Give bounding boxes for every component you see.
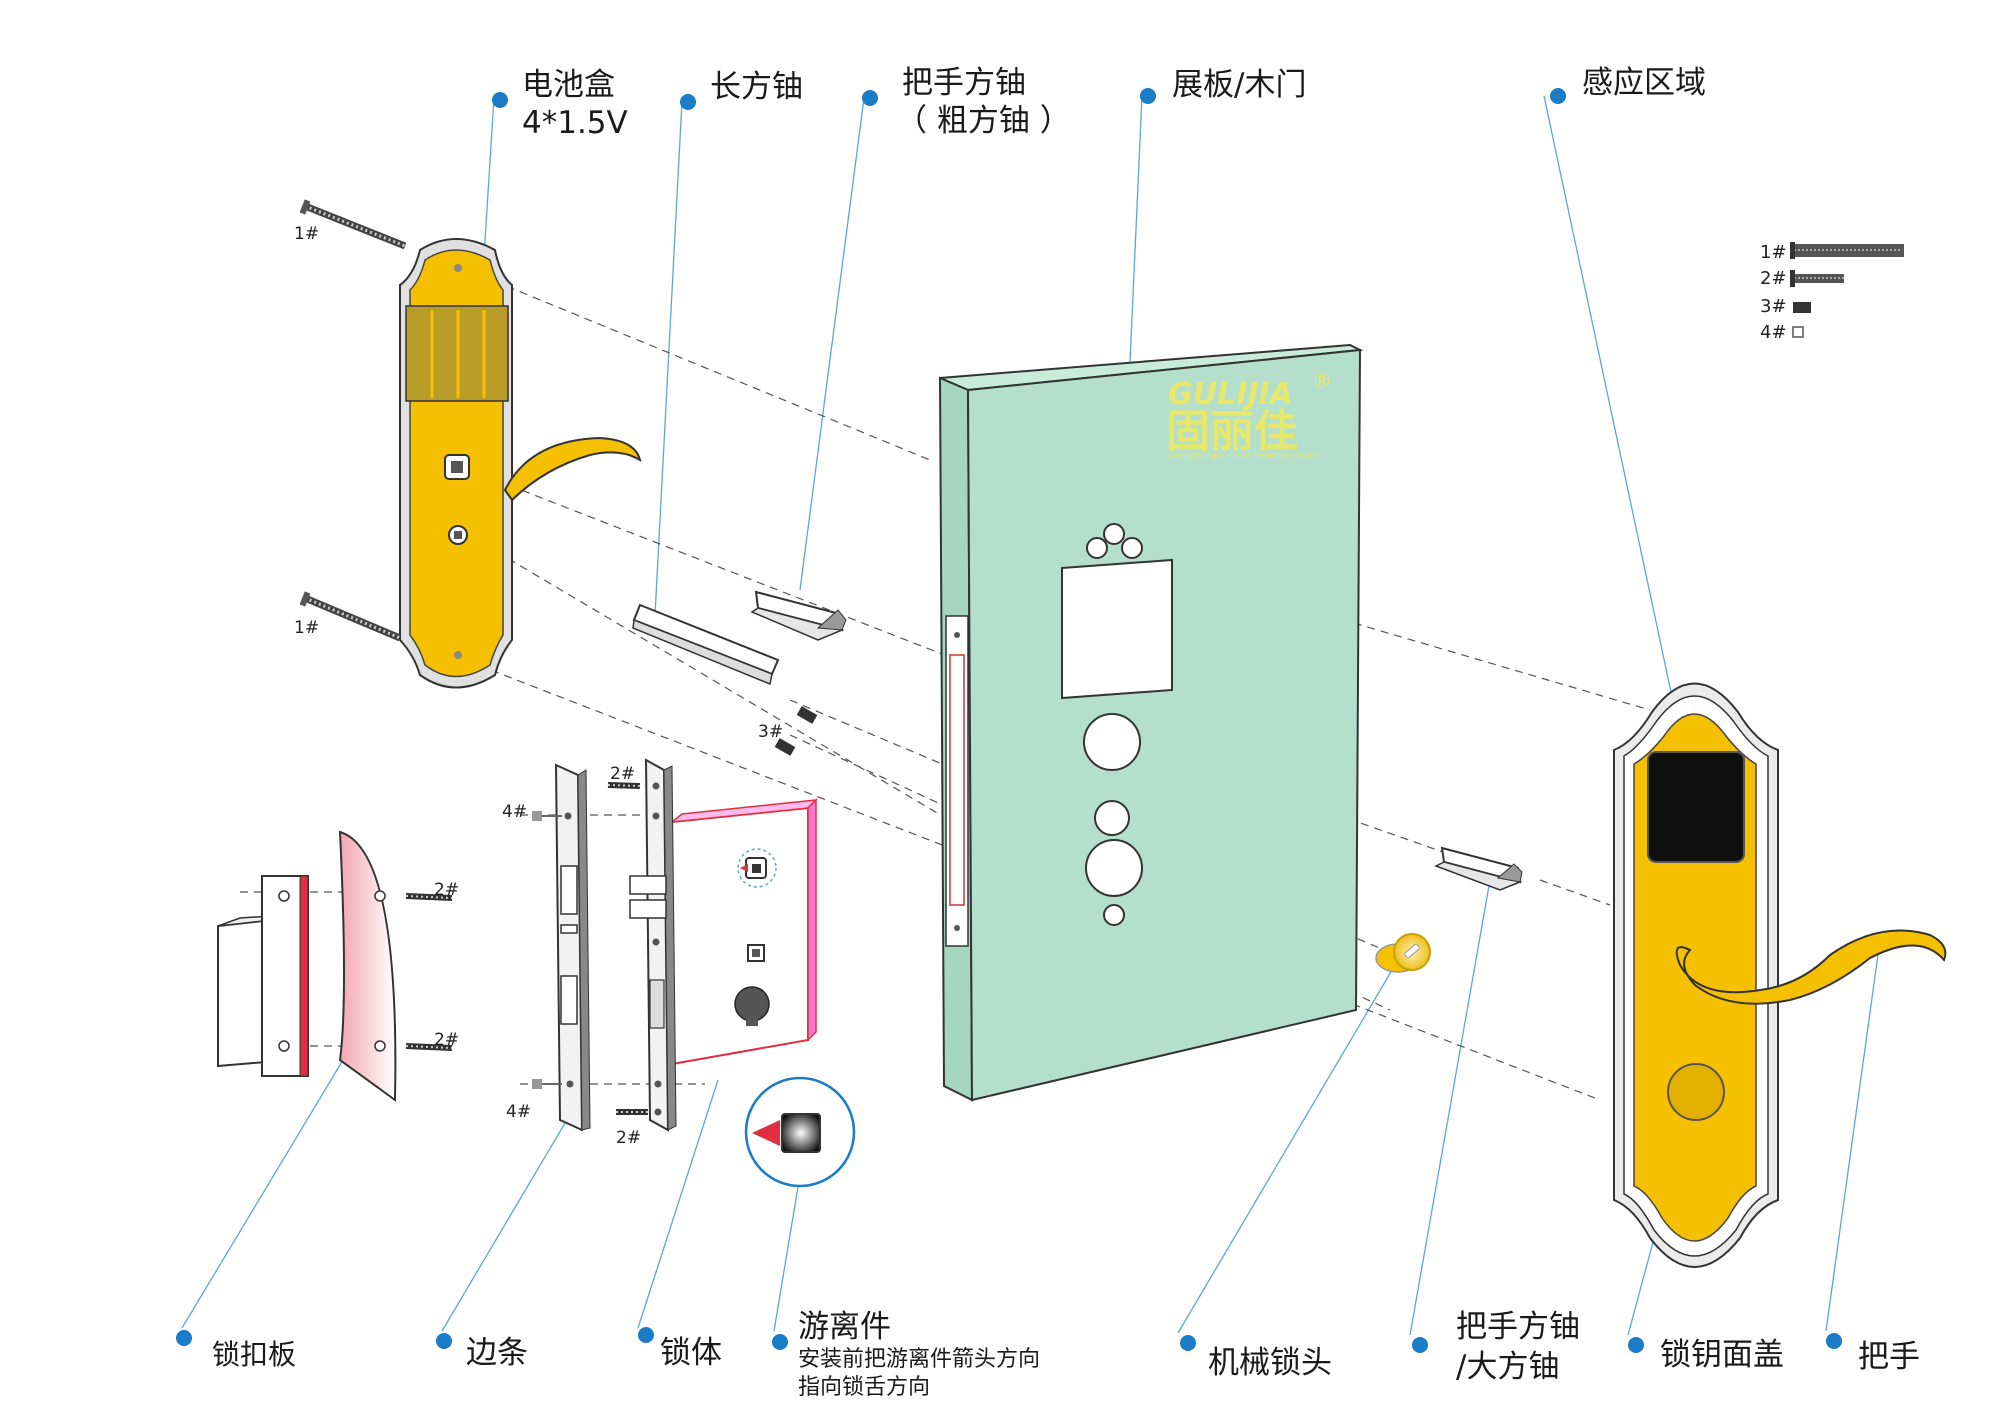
screw-tag-3: 3# — [758, 722, 784, 742]
callout-dot-battery — [492, 92, 508, 108]
callout-dot-key-cover — [1628, 1337, 1644, 1353]
label-mechanical-cylinder: 机械锁头 — [1208, 1345, 1332, 1381]
long-spindle — [632, 603, 780, 686]
screw-tag-2-strike-bottom: 2# — [434, 1030, 460, 1050]
lever-handle-right — [1675, 929, 1947, 1005]
callout-dot-lock-body — [638, 1327, 654, 1343]
screw-tag-4-bottom: 4# — [506, 1102, 532, 1122]
mechanical-cylinder — [1375, 933, 1431, 973]
legend-tag-2: 2# — [1760, 268, 1787, 289]
callout-dot-sensing-area — [1550, 88, 1566, 104]
screws-3 — [774, 706, 818, 756]
callout-dot-handle — [1826, 1333, 1842, 1349]
label-clutch-note-1: 安装前把游离件箭头方向 — [798, 1347, 1041, 1372]
door-panel: GULIJIA ® 固丽佳 GuangZhou guli electric te… — [938, 343, 1364, 1102]
callout-dot-clutch — [772, 1334, 788, 1350]
label-big-spindle-1: 把手方铀 — [1456, 1309, 1580, 1345]
screw-tag-1-bottom: 1# — [294, 618, 320, 638]
screw-tag-4-top: 4# — [502, 802, 528, 822]
screw-tag-2-lower-mid: 2# — [616, 1128, 642, 1148]
brand-logo-latin: GULIJIA — [1168, 377, 1293, 412]
label-clutch-note-2: 指向锁舌方向 — [798, 1375, 931, 1400]
callout-dot-strike-plate — [176, 1330, 192, 1346]
screw-legend — [1790, 242, 1904, 338]
strike-plate-curved — [338, 830, 397, 1102]
label-strike-plate: 锁扣板 — [212, 1338, 297, 1371]
legend-tag-1: 1# — [1760, 242, 1787, 263]
label-door-panel: 展板/木门 — [1172, 67, 1307, 103]
legend-tag-4: 4# — [1760, 322, 1787, 343]
brand-logo-chinese: 固丽佳 — [1166, 406, 1298, 457]
lock-body — [607, 758, 819, 1132]
callout-leader-lines — [181, 95, 1881, 1336]
label-clutch-part: 游离件 — [798, 1309, 891, 1345]
label-handle-spindle-1: 把手方铀 — [902, 65, 1026, 101]
key-cover-cap — [1667, 1063, 1725, 1121]
lever-handle-left — [503, 436, 642, 502]
callout-dot-long-spindle — [680, 94, 696, 110]
label-key-cover: 锁钥面盖 — [1660, 1337, 1784, 1373]
handle-spindle-thick — [750, 590, 847, 641]
brand-tagline: GuangZhou guli electric technology co.,l… — [1168, 452, 1317, 460]
battery-box-escutcheon — [399, 238, 642, 689]
card-reader-window — [1647, 751, 1745, 863]
label-faceplate-strip: 边条 — [466, 1335, 528, 1371]
callout-dot-faceplate — [436, 1333, 452, 1349]
label-lock-body: 锁体 — [660, 1335, 722, 1371]
faceplate-strip — [532, 763, 591, 1132]
big-spindle — [1434, 846, 1523, 891]
screw-tag-1-top: 1# — [294, 224, 320, 244]
callout-dot-door-panel — [1140, 88, 1156, 104]
label-battery-spec: 4*1.5V — [522, 105, 628, 141]
label-big-spindle-2: /大方铀 — [1456, 1349, 1560, 1385]
brand-registered-mark: ® — [1312, 369, 1332, 393]
callout-dot-handle-spindle — [862, 90, 878, 106]
screw-tag-2-upper-mid: 2# — [610, 764, 636, 784]
label-long-spindle: 长方铀 — [710, 69, 803, 105]
label-handle-spindle-2: （ 粗方铀 ） — [896, 103, 1071, 139]
callout-dot-cylinder — [1180, 1335, 1196, 1351]
sensor-escutcheon-right — [1613, 682, 1947, 1268]
strike-plate-assembly — [217, 830, 453, 1102]
label-sensing-area: 感应区域 — [1582, 65, 1706, 101]
legend-tag-3: 3# — [1760, 296, 1787, 317]
callout-dot-big-spindle — [1412, 1337, 1428, 1353]
screw-tag-2-strike-top: 2# — [434, 880, 460, 900]
clutch-detail-zoom — [744, 1076, 856, 1188]
label-handle: 把手 — [1858, 1339, 1920, 1375]
screws-1-left — [299, 199, 407, 642]
label-battery-box: 电池盒 — [522, 67, 615, 103]
